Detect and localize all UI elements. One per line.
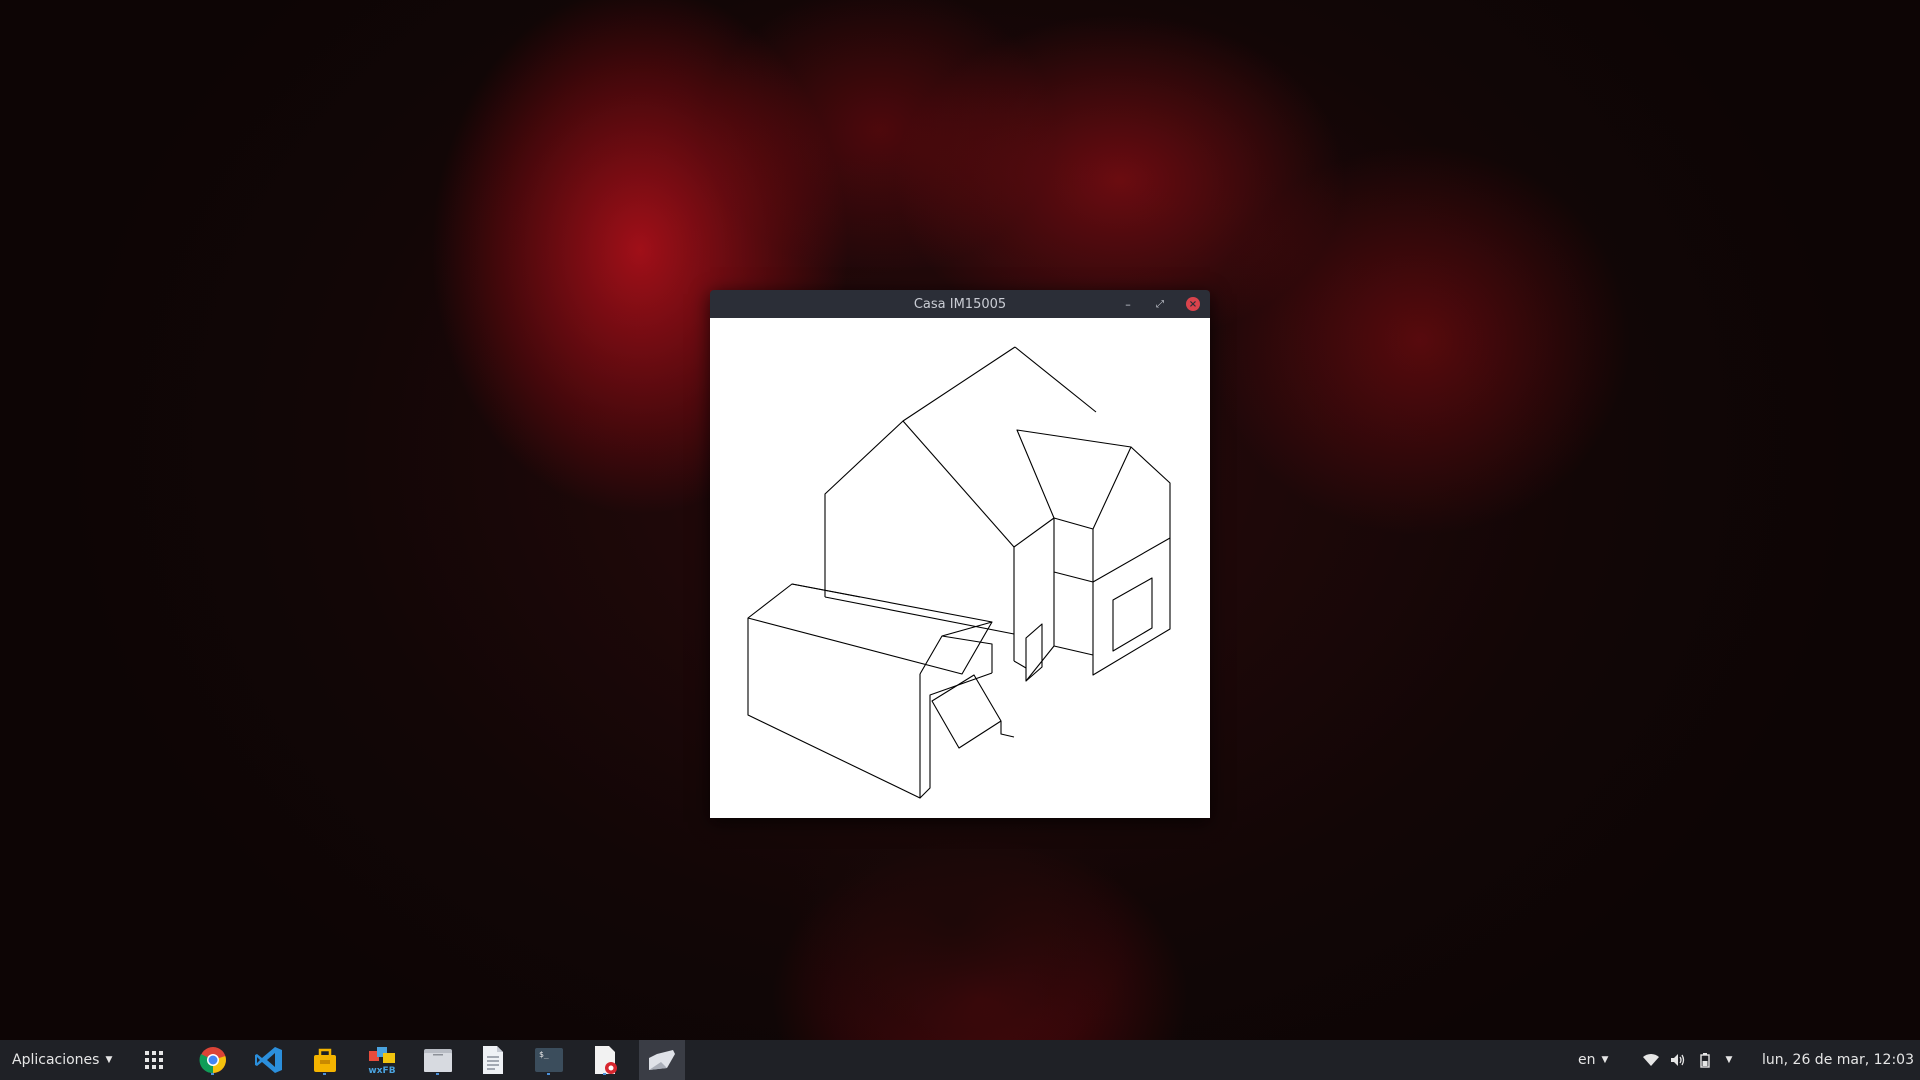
text-editor-launcher[interactable] xyxy=(471,1044,515,1076)
running-indicator xyxy=(603,1073,606,1075)
svg-text:$_: $_ xyxy=(539,1050,549,1059)
close-button[interactable]: × xyxy=(1185,296,1201,312)
volume-icon xyxy=(1671,1054,1685,1066)
maximize-icon: ⤢ xyxy=(1156,298,1164,310)
minimize-icon: – xyxy=(1125,297,1131,311)
drawing-app-launcher[interactable] xyxy=(639,1040,685,1080)
maximize-button[interactable]: ⤢ xyxy=(1152,296,1168,312)
battery-icon xyxy=(1700,1052,1710,1068)
running-indicator xyxy=(211,1073,214,1075)
package-manager-icon xyxy=(314,1048,336,1072)
minimize-button[interactable]: – xyxy=(1120,296,1136,312)
app-window[interactable]: Casa IM15005 – ⤢ × xyxy=(710,290,1210,818)
package-manager-launcher[interactable] xyxy=(303,1044,347,1076)
text-editor-icon xyxy=(483,1046,503,1074)
house-wireframe-drawing xyxy=(747,346,1171,799)
document-viewer-launcher[interactable] xyxy=(583,1044,627,1076)
vscode-icon xyxy=(255,1047,282,1073)
file-manager-launcher[interactable] xyxy=(416,1044,460,1076)
window-titlebar[interactable]: Casa IM15005 – ⤢ × xyxy=(710,290,1210,318)
app-grid-button[interactable] xyxy=(132,1044,176,1076)
drawing-app-icon xyxy=(649,1050,675,1070)
svg-text:wxFB: wxFB xyxy=(368,1066,395,1075)
app-grid-icon xyxy=(145,1051,163,1069)
vscode-launcher[interactable] xyxy=(247,1044,291,1076)
battery-button[interactable] xyxy=(1697,1052,1713,1068)
wxformbuilder-icon: wxFB xyxy=(368,1047,396,1075)
running-indicator xyxy=(547,1073,550,1075)
volume-button[interactable] xyxy=(1670,1052,1686,1068)
chrome-launcher[interactable] xyxy=(191,1044,235,1076)
keyboard-layout-selector[interactable]: en ▼ xyxy=(1578,1040,1608,1080)
applications-menu-label: Aplicaciones xyxy=(12,1052,100,1068)
clock[interactable]: lun, 26 de mar, 12:03 xyxy=(1762,1040,1914,1080)
drawing-canvas[interactable] xyxy=(710,318,1210,818)
chrome-icon xyxy=(199,1047,226,1074)
wifi-icon xyxy=(1643,1053,1659,1066)
terminal-icon: $_ xyxy=(535,1048,563,1072)
chevron-down-icon: ▼ xyxy=(1601,1055,1609,1065)
keyboard-layout-label: en xyxy=(1578,1052,1596,1068)
tray-menu-icon: ▼ xyxy=(1725,1055,1733,1065)
running-indicator xyxy=(323,1073,326,1075)
window-title: Casa IM15005 xyxy=(913,296,1007,312)
file-manager-icon xyxy=(424,1049,452,1072)
chevron-down-icon: ▼ xyxy=(105,1055,113,1065)
tray-menu-button[interactable]: ▼ xyxy=(1721,1052,1737,1068)
wallpaper-figure xyxy=(790,780,1120,1080)
document-viewer-icon xyxy=(595,1046,617,1074)
wifi-button[interactable] xyxy=(1643,1052,1659,1068)
terminal-launcher[interactable]: $_ xyxy=(527,1044,571,1076)
taskbar: Aplicaciones ▼ xyxy=(0,1040,1920,1080)
close-icon: × xyxy=(1186,297,1200,311)
running-indicator xyxy=(436,1073,439,1075)
applications-menu-button[interactable]: Aplicaciones ▼ xyxy=(12,1040,112,1080)
wxformbuilder-launcher[interactable]: wxFB xyxy=(360,1044,404,1076)
clock-label: lun, 26 de mar, 12:03 xyxy=(1762,1052,1914,1068)
